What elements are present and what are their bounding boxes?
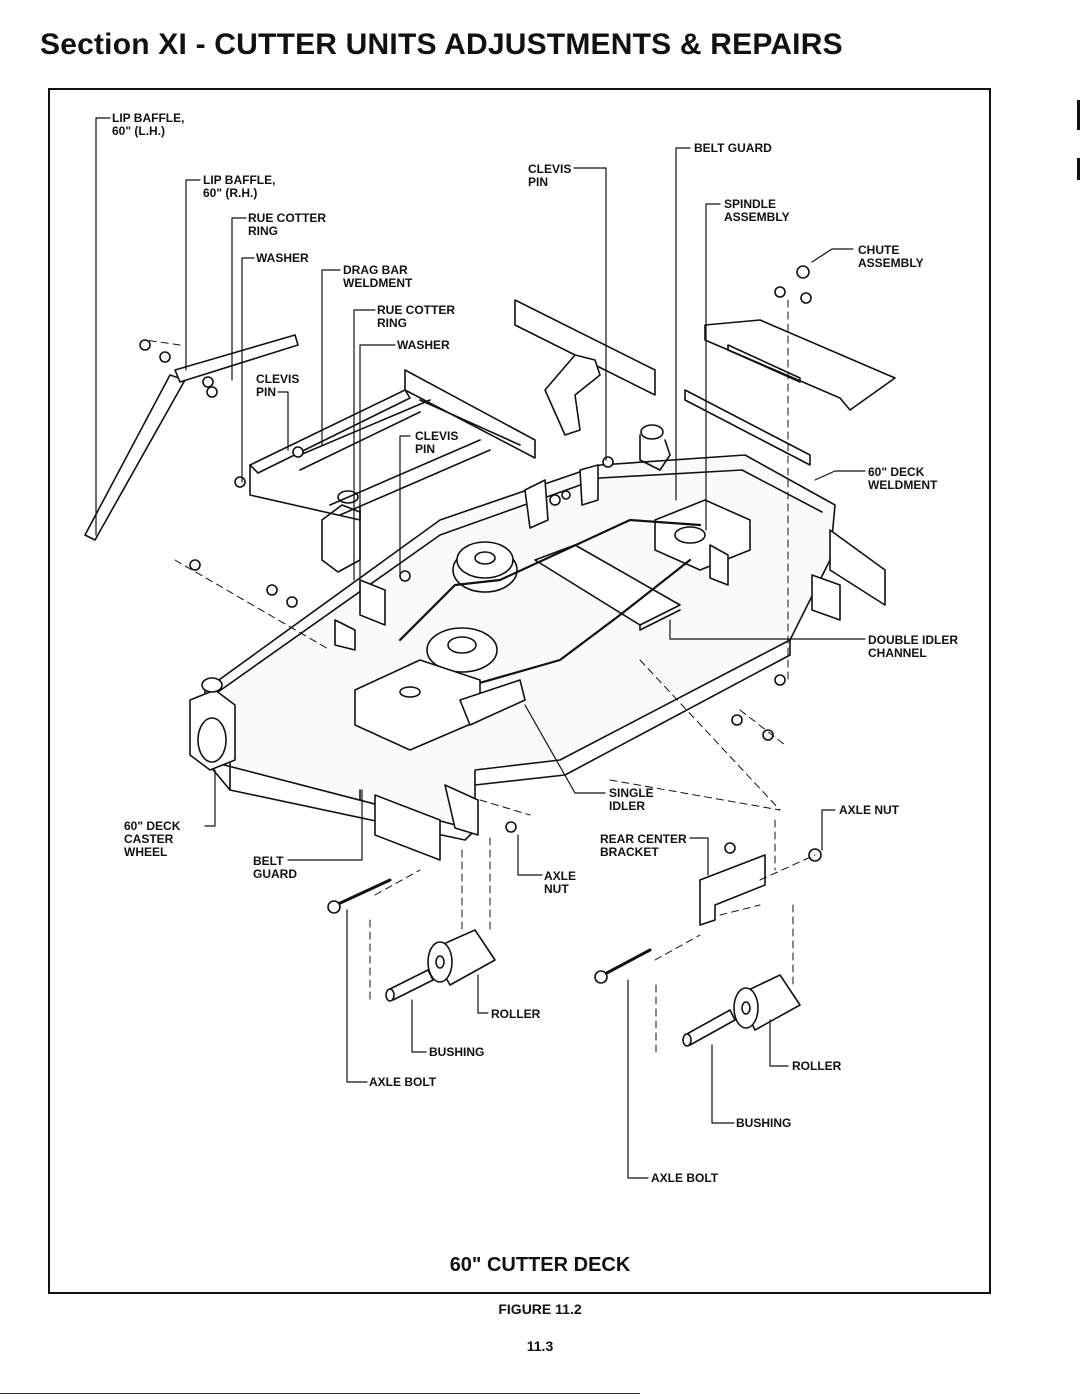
- caster-wheel-shape: [189, 677, 236, 771]
- label-lip-baffle-rh: LIP BAFFLE, 60" (R.H.): [203, 173, 276, 200]
- spindle-assembly-shape: [654, 499, 751, 571]
- label-deck-caster-wheel: 60" DECK CASTER WHEEL: [124, 819, 181, 859]
- label-clevis-pin-1: CLEVIS PIN: [256, 372, 300, 399]
- page-number: 11.3: [526, 1338, 554, 1354]
- roller-right-shape: [682, 974, 801, 1047]
- scan-edge-mark: [1077, 100, 1080, 130]
- chute-assembly-shape: [684, 319, 896, 466]
- label-bushing-left: BUSHING: [429, 1045, 485, 1059]
- bottom-rule: [0, 1393, 640, 1394]
- label-clevis-pin-3: CLEVIS PIN: [528, 162, 572, 189]
- deck-weldment-shape: [204, 454, 841, 841]
- scan-edge-mark: [1077, 158, 1080, 180]
- label-axle-bolt-right: AXLE BOLT: [651, 1171, 719, 1185]
- section-title: Section XI - CUTTER UNITS ADJUSTMENTS & …: [40, 28, 843, 61]
- label-double-idler-channel: DOUBLE IDLER CHANNEL: [868, 633, 958, 660]
- label-roller-right: ROLLER: [792, 1059, 842, 1073]
- label-washer-1: WASHER: [256, 251, 309, 265]
- label-washer-2: WASHER: [397, 338, 450, 352]
- pulleys-shape: [426, 541, 518, 673]
- figure-frame: [48, 88, 991, 1294]
- label-deck-weldment: 60" DECK WELDMENT: [868, 465, 938, 492]
- label-belt-guard-top: BELT GUARD: [694, 141, 772, 155]
- caster-top-right: [639, 424, 671, 471]
- label-spindle-assembly: SPINDLE ASSEMBLY: [724, 197, 790, 224]
- roller-left-shape: [385, 929, 496, 1002]
- label-clevis-pin-2: CLEVIS PIN: [415, 429, 459, 456]
- label-drag-bar-weldment: DRAG BAR WELDMENT: [343, 263, 413, 290]
- label-axle-nut-left: AXLE NUT: [544, 869, 577, 896]
- label-axle-nut-right: AXLE NUT: [839, 803, 899, 817]
- label-roller-left: ROLLER: [491, 1007, 541, 1021]
- belt-guard-upper-shape: [514, 299, 656, 436]
- label-single-idler: SINGLE IDLER: [609, 786, 654, 813]
- label-chute-assembly: CHUTE ASSEMBLY: [858, 243, 924, 270]
- label-rear-center-bracket: REAR CENTER BRACKET: [600, 832, 687, 859]
- figure-number: FIGURE 11.2: [498, 1301, 582, 1317]
- label-belt-guard-bottom: BELT GUARD: [253, 854, 297, 881]
- rear-center-bracket-shape: [699, 854, 766, 926]
- label-lip-baffle-lh: LIP BAFFLE, 60" (L.H.): [112, 111, 185, 138]
- double-idler-channel-shape: [534, 544, 681, 631]
- label-bushing-right: BUSHING: [736, 1116, 792, 1130]
- label-rue-cotter-ring-2: RUE COTTER RING: [377, 303, 455, 330]
- label-axle-bolt-left: AXLE BOLT: [369, 1075, 437, 1089]
- diagram-caption: 60" CUTTER DECK: [449, 1254, 631, 1276]
- lip-baffle-left-shape: [84, 334, 299, 541]
- label-rue-cotter-ring-1: RUE COTTER RING: [248, 211, 326, 238]
